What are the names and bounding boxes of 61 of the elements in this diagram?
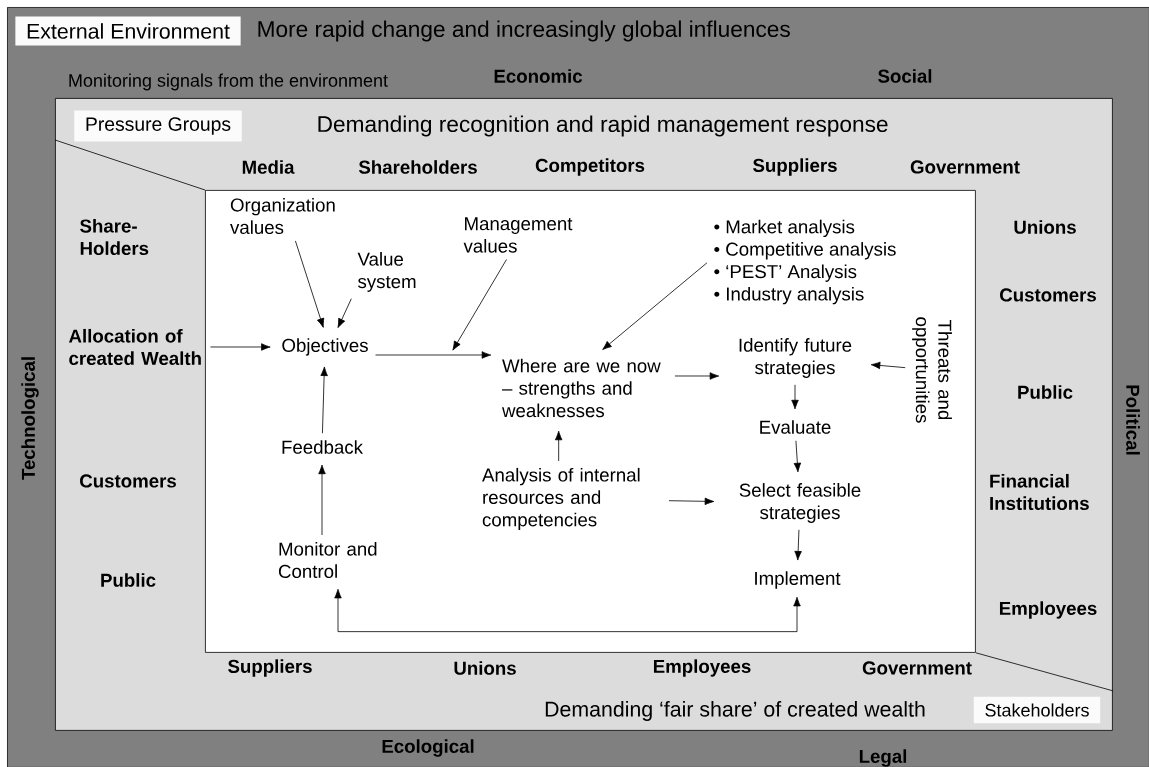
flow-step: Analysis of internal resources and competencies bbox=[482, 467, 640, 531]
flow-step: Allocation of created Wealth bbox=[68, 328, 201, 366]
flow-step: Organization values bbox=[230, 197, 335, 235]
side-label: Suppliers bbox=[228, 659, 312, 677]
heading-text: More rapid change and increasingly global influences bbox=[258, 20, 790, 42]
arrow bbox=[375, 351, 492, 359]
arrow bbox=[870, 361, 906, 370]
side-label: Government bbox=[910, 160, 1020, 174]
arrow bbox=[295, 240, 325, 328]
arrow bbox=[452, 259, 507, 351]
arrow bbox=[791, 384, 799, 410]
side-label: Social bbox=[878, 69, 932, 83]
arrow bbox=[602, 262, 708, 350]
side-label: Technological bbox=[21, 357, 39, 480]
arrow bbox=[210, 343, 271, 351]
heading-box: Pressure Groups bbox=[74, 110, 242, 142]
flow-step: • Market analysis • Competitive analysis • ‘PEST’ Analysis • Industry analysis bbox=[714, 219, 896, 305]
side-label: Media bbox=[242, 160, 295, 174]
flow-step: Implement bbox=[755, 571, 841, 589]
side-label: Competitors bbox=[535, 158, 645, 176]
side-label: Unions bbox=[1014, 220, 1076, 234]
arrow bbox=[554, 430, 563, 462]
side-label: Political bbox=[1126, 385, 1140, 455]
arrow bbox=[668, 497, 715, 506]
heading-box: External Environment bbox=[15, 16, 241, 46]
arrow bbox=[674, 372, 720, 380]
side-label: Legal bbox=[859, 749, 907, 767]
flow-step: Value system bbox=[357, 252, 416, 292]
flow-step: Threats and opportunities bbox=[912, 317, 952, 423]
arrow bbox=[320, 366, 328, 434]
side-label: Customers bbox=[1000, 288, 1096, 302]
heading-box: Stakeholders bbox=[973, 696, 1101, 724]
heading-text: Demanding ‘fair share’ of created wealth bbox=[545, 701, 925, 721]
flow-step: Objectives bbox=[282, 338, 368, 356]
arrow bbox=[794, 529, 802, 561]
heading-text: Demanding recognition and rapid management response bbox=[318, 115, 888, 137]
arrow bbox=[793, 440, 802, 473]
flow-step: Where are we now – strengths and weaknesses bbox=[502, 358, 661, 418]
flow-step: Feedback bbox=[282, 440, 363, 454]
side-label: Financial Institutions bbox=[990, 473, 1089, 511]
arrow bbox=[318, 464, 326, 536]
side-label: Public bbox=[1018, 385, 1073, 399]
flow-step: Select feasible strategies bbox=[739, 483, 861, 523]
arrow bbox=[337, 298, 352, 328]
side-label: Share-Holders bbox=[80, 218, 149, 256]
flow-step: Management values bbox=[463, 217, 573, 253]
flow-step: Evaluate bbox=[760, 420, 831, 434]
side-label: Suppliers bbox=[753, 158, 837, 176]
side-label: Government bbox=[862, 661, 972, 675]
side-label: Ecological bbox=[382, 739, 474, 757]
side-label: Public bbox=[101, 573, 156, 587]
side-label: Employees bbox=[654, 659, 751, 677]
flow-step: Identify future strategies bbox=[739, 338, 852, 378]
arrow bbox=[334, 588, 801, 633]
flow-step: Monitor and Control bbox=[278, 541, 377, 579]
side-label: Employees bbox=[1000, 601, 1097, 619]
side-label: Economic bbox=[494, 69, 583, 83]
side-label: Customers bbox=[80, 474, 176, 488]
side-label: Monitoring signals from the environment bbox=[69, 73, 388, 91]
side-label: Unions bbox=[454, 661, 516, 675]
side-label: Shareholders bbox=[358, 160, 477, 174]
